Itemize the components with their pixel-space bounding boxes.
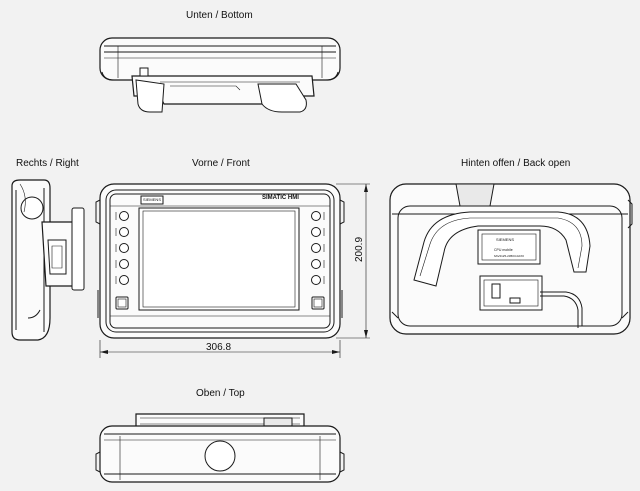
width-dimension-value: 306.8 <box>206 342 232 353</box>
back-rating-plate-brand: SIEMENS <box>496 237 515 242</box>
back-view-label: Hinten offen / Back open <box>461 158 571 169</box>
bottom-view-label: Unten / Bottom <box>186 10 253 21</box>
right-function-keys <box>311 211 325 310</box>
dimension-lines <box>99 183 370 358</box>
back-view-drawing <box>389 183 633 335</box>
front-view-label: Vorne / Front <box>192 158 250 169</box>
top-view-label: Oben / Top <box>196 388 245 399</box>
right-view-drawing <box>11 179 85 341</box>
left-function-keys <box>115 211 129 310</box>
front-brand-plate: SIEMENS <box>142 197 161 202</box>
top-view-drawing <box>95 413 345 483</box>
front-view-drawing <box>95 183 345 339</box>
right-view-label: Rechts / Right <box>16 158 79 169</box>
front-product-name: SIMATIC HMI <box>262 195 299 201</box>
bottom-view-drawing <box>99 37 341 113</box>
height-dimension-value: 200.9 <box>354 236 365 262</box>
back-rating-plate-line2: 6AV2125-2JB03-0AX0 <box>494 254 524 258</box>
back-rating-plate-line1: CPU mobile <box>494 248 513 252</box>
